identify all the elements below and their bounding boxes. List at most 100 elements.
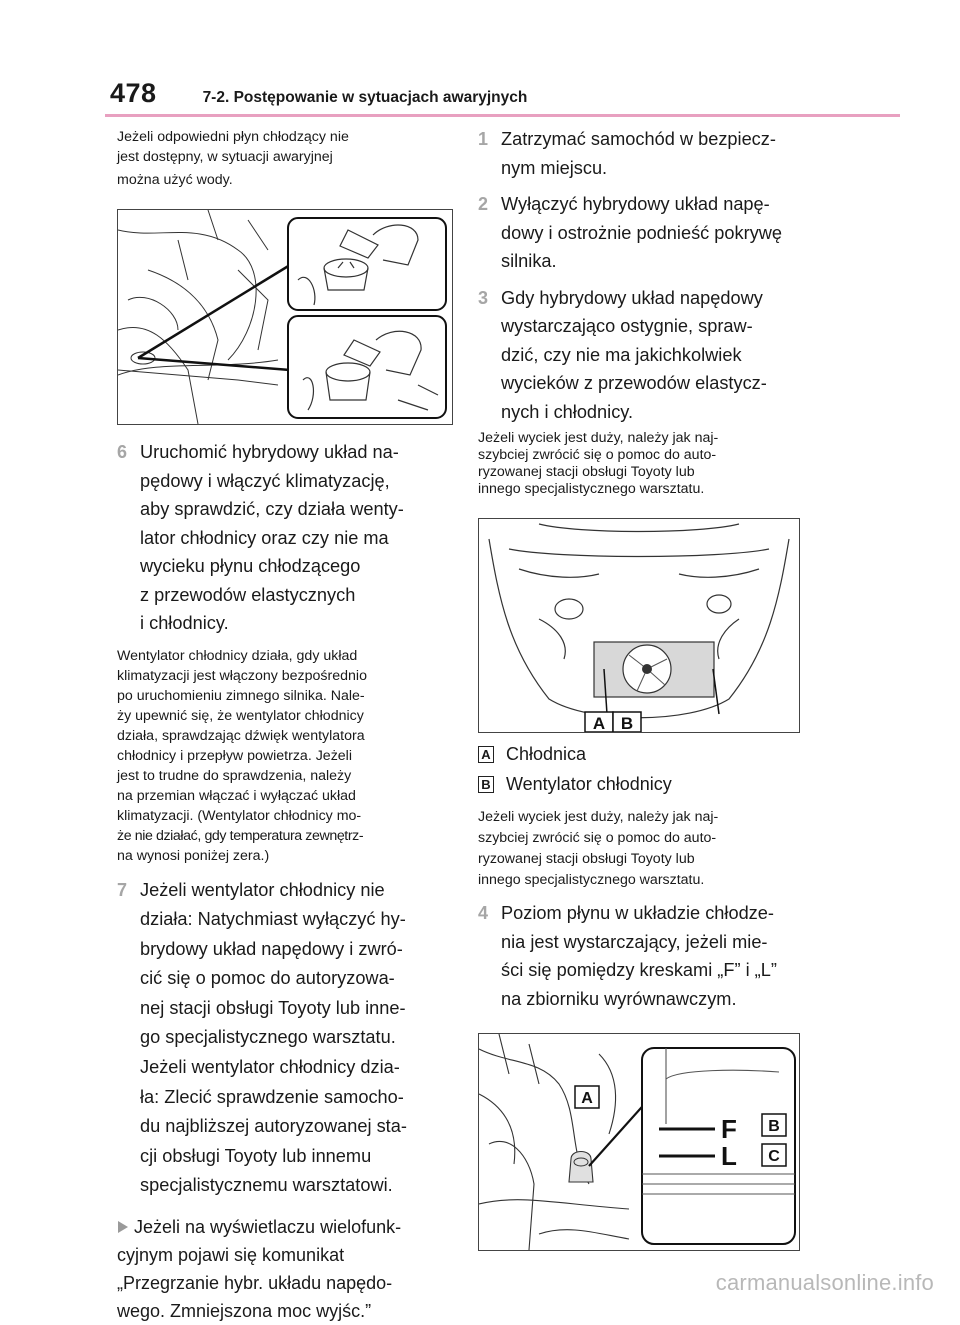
message-bullet: Jeżeli na wyświetlaczu wielofunk- cyjnym… [117,1213,455,1325]
note-line: działa, sprawdzając dźwięk wentylatora [117,727,365,744]
legend-key: B [478,775,494,793]
label-c: C [768,1148,780,1165]
intro-line: jest dostępny, w sytuacji awaryjnej [117,149,333,165]
step-line: ści się pomiędzy kreskami „F” i „L” [501,960,777,980]
note-line: ryzowanej stacji obsługi Toyoty lub [478,464,695,480]
reservoir-illustration: F L A B C [478,1033,800,1251]
step-7: 7 Jeżeli wentylator chłodnicy nie działa… [117,876,455,1202]
step-1: 1 Zatrzymać samochód w bezpiecz- nym mie… [478,125,808,182]
step-line: brydowy układ napędowy i zwró- [140,938,403,959]
step-line: cji obsługi Toyoty lub innemu [140,1145,372,1166]
step-6: 6 Uruchomić hybrydowy układ na- pędowy i… [117,438,455,638]
note-line: szybciej zwrócić się o pomoc do auto- [478,447,717,463]
step-line: wystarczająco ostygnie, spraw- [501,316,753,336]
step-line: cić się o pomoc do autoryzowa- [140,968,395,989]
note-line: innego specjalistycznego warsztatu. [478,872,705,888]
step-line: Jeżeli wentylator chłodnicy dzia- [140,1057,400,1078]
intro-line: można użyć wody. [117,172,233,188]
step-text: Poziom płynu w układzie chłodze- nia jes… [501,899,777,1013]
left-column: Jeżeli odpowiedni płyn chłodzący nie jes… [117,125,455,1325]
note-line: chłodnicy i przepływ powietrza. Jeżeli [117,747,352,764]
step-line: działa: Natychmiast wyłączyć hy- [140,909,406,930]
note-line: klimatyzacji. (Wentylator chłodnicy mo- [117,807,362,824]
note-line: na wynosi poniżej zera.) [117,847,270,864]
page-header: 478 7-2. Postępowanie w sytuacjach awary… [110,78,527,109]
step-line: du najbliższej autoryzowanej sta- [140,1116,407,1137]
note-line: innego specjalistycznego warsztatu. [478,481,705,497]
step-text: Gdy hybrydowy układ napędowy wystarczają… [501,284,767,427]
label-a: A [593,714,605,732]
step-line: wycieku płynu chłodzącego [140,556,361,576]
step-line: specjalistycznemu warsztatowi. [140,1175,393,1196]
step-line: ła: Zlecić sprawdzenie samocho- [140,1086,404,1107]
step-line: z przewodów elastycznych [140,584,356,605]
note-line: Jeżeli wyciek jest duży, należy jak naj- [478,809,719,825]
note-line: Jeżeli wyciek jest duży, należy jak naj- [478,430,719,446]
legend-text: Chłodnica [506,744,587,764]
note-line: na przemian włączać i wyłączać układ [117,787,356,804]
legend-key: A [478,745,494,763]
step-text: Jeżeli wentylator chłodnicy nie działa: … [140,876,407,1202]
figure-legend: A Chłodnica B Wentylator chłodnicy [478,739,808,799]
leak-note-2: Jeżeli wyciek jest duży, należy jak naj-… [478,807,808,891]
step-3: 3 Gdy hybrydowy układ napędowy wystarcza… [478,284,808,427]
coolant-refill-illustration [117,209,453,425]
step-line: Jeżeli wentylator chłodnicy nie [140,879,385,900]
step-number: 4 [478,903,489,923]
note-line: szybciej zwrócić się o pomoc do auto- [478,830,717,846]
label-a: A [581,1090,593,1107]
step-number: 7 [117,879,128,900]
note-line: że nie działać, gdy temperatura zewnętrz… [117,827,364,844]
step-line: aby sprawdzić, czy działa wenty- [140,499,404,519]
legend-text: Wentylator chłodnicy [506,774,672,794]
coolant-reservoir-drawing: F L A B C [479,1034,796,1250]
f-mark-label: F [721,1114,737,1144]
note-line: po uruchomieniu zimnego silnika. Nale- [117,687,365,704]
fan-note: Wentylator chłodnicy działa, gdy układ k… [117,646,455,866]
step-line: dowy i ostrożnie podnieść pokrywę [501,222,783,243]
bullet-line: „Przegrzanie hybr. układu napędo- [117,1273,393,1294]
step-line: Wyłączyć hybrydowy układ napę- [501,194,770,214]
watermark: carmanualsonline.info [715,1270,934,1295]
step-number: 6 [117,442,128,462]
note-line: Wentylator chłodnicy działa, gdy układ [117,647,358,664]
step-line: na zbiorniku wyrównawczym. [501,988,737,1009]
page-number: 478 [110,78,157,108]
step-line: go specjalistycznego warsztatu. [140,1027,396,1048]
note-line: ży upewnić się, że wentylator chłodnicy [117,707,364,724]
triangle-right-icon [117,1213,140,1325]
step-line: Zatrzymać samochód w bezpiecz- [501,129,776,149]
bullet-line: wego. Zmniejszona moc wyjśc.” [117,1301,372,1322]
label-b: B [768,1118,780,1135]
step-line: nych i chłodnicy. [501,401,634,422]
l-mark-label: L [721,1141,737,1171]
coolant-refill-drawing [118,210,447,424]
note-line: ryzowanej stacji obsługi Toyoty lub [478,851,695,867]
leak-note: Jeżeli wyciek jest duży, należy jak naj-… [478,430,808,498]
engine-bay-illustration: A B [478,518,800,733]
step-line: Uruchomić hybrydowy układ na- [140,442,399,462]
step-number: 3 [478,287,489,308]
step-line: nej stacji obsługi Toyoty lub inne- [140,997,406,1018]
label-b: B [621,714,633,732]
step-2: 2 Wyłączyć hybrydowy układ napę- dowy i … [478,190,808,276]
step-line: nia jest wystarczający, jeżeli mie- [501,931,768,952]
step-line: Gdy hybrydowy układ napędowy [501,287,763,308]
step-line: i chłodnicy. [140,613,229,633]
step-line: lator chłodnicy oraz czy nie ma [140,527,389,548]
step-text: Zatrzymać samochód w bezpiecz- nym miejs… [501,125,776,182]
step-line: Poziom płynu w układzie chłodze- [501,903,774,923]
step-text: Wyłączyć hybrydowy układ napę- dowy i os… [501,190,782,276]
step-4: 4 Poziom płynu w układzie chłodze- nia j… [478,899,808,1013]
bullet-text: Jeżeli na wyświetlaczu wielofunk- cyjnym… [117,1213,402,1325]
step-number: 1 [478,129,489,149]
step-line: silnika. [501,251,557,271]
legend-item-fan: B Wentylator chłodnicy [478,769,808,799]
bullet-line: Jeżeli na wyświetlaczu wielofunk- [134,1217,402,1238]
note-line: jest to trudne do sprawdzenia, należy [117,767,352,784]
legend-item-radiator: A Chłodnica [478,739,808,769]
step-text: Uruchomić hybrydowy układ na- pędowy i w… [140,438,404,638]
bullet-line: cyjnym pojawi się komunikat [117,1245,345,1266]
note-line: klimatyzacji jest włączony bezpośrednio [117,667,367,684]
intro-line: Jeżeli odpowiedni płyn chłodzący nie [117,129,349,145]
